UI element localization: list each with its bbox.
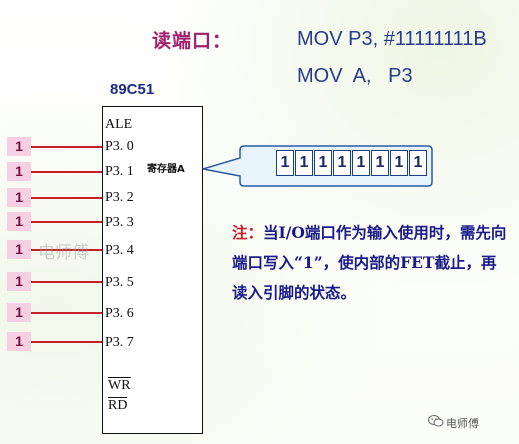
pin-wire xyxy=(31,146,102,148)
pin-p3-7: P3. 7 xyxy=(105,335,134,350)
register-bit: 1 xyxy=(276,150,294,176)
read-port-label: 读端口： xyxy=(152,30,233,52)
pin-p3-6: P3. 6 xyxy=(105,306,134,321)
pin-wire xyxy=(31,312,102,314)
pin-wire xyxy=(31,281,102,283)
register-bit: 1 xyxy=(295,150,313,176)
pin-wire xyxy=(31,197,102,199)
pin-ale: ALE xyxy=(105,117,133,132)
register-bit: 1 xyxy=(409,150,427,176)
input-value-box: 1 xyxy=(7,212,31,231)
code-line-1: MOV P3, #11111111B xyxy=(297,28,487,50)
register-bit: 1 xyxy=(314,150,332,176)
input-value-box: 1 xyxy=(7,240,31,259)
pin-p3-3: P3. 3 xyxy=(105,215,134,230)
input-value-box: 1 xyxy=(7,137,31,156)
register-bit: 1 xyxy=(371,150,389,176)
input-value-box: 1 xyxy=(7,303,31,322)
register-a-bits: 1 1 1 1 1 1 1 1 xyxy=(276,150,428,178)
watermark-bottom-right: 电师傅 xyxy=(446,417,479,430)
register-bit: 1 xyxy=(352,150,370,176)
pin-wire xyxy=(31,249,102,251)
pin-p3-0: P3. 0 xyxy=(105,139,134,154)
pin-p3-5: P3. 5 xyxy=(105,275,134,290)
register-a-label: 寄存器A xyxy=(147,164,185,175)
chip-name: 89C51 xyxy=(110,81,155,98)
pin-wire xyxy=(31,221,102,223)
note-head: 注： xyxy=(232,223,264,242)
register-bit: 1 xyxy=(333,150,351,176)
pin-wire xyxy=(31,171,102,173)
wechat-icon xyxy=(428,415,444,427)
register-bit: 1 xyxy=(390,150,408,176)
input-value-box: 1 xyxy=(7,332,31,351)
watermark-text: 电师傅 xyxy=(38,243,89,263)
input-value-box: 1 xyxy=(7,188,31,207)
chip-body xyxy=(102,106,203,434)
pin-wr: WR xyxy=(108,377,131,393)
pin-wire xyxy=(31,341,102,343)
input-value-box: 1 xyxy=(7,162,31,181)
pin-p3-1: P3. 1 xyxy=(105,164,134,179)
pin-p3-2: P3. 2 xyxy=(105,190,134,205)
note-body: 当I/O端口作为输入使用时，需先向端口写入“1”，使内部的FET截止，再读入引脚… xyxy=(232,223,507,302)
input-value-box: 1 xyxy=(7,272,31,291)
pin-rd: RD xyxy=(108,397,128,413)
code-line-2: MOV A, P3 xyxy=(297,65,413,87)
pin-p3-4: P3. 4 xyxy=(105,243,134,258)
note-text: 注：当I/O端口作为输入使用时，需先向端口写入“1”，使内部的FET截止，再读入… xyxy=(232,218,508,308)
